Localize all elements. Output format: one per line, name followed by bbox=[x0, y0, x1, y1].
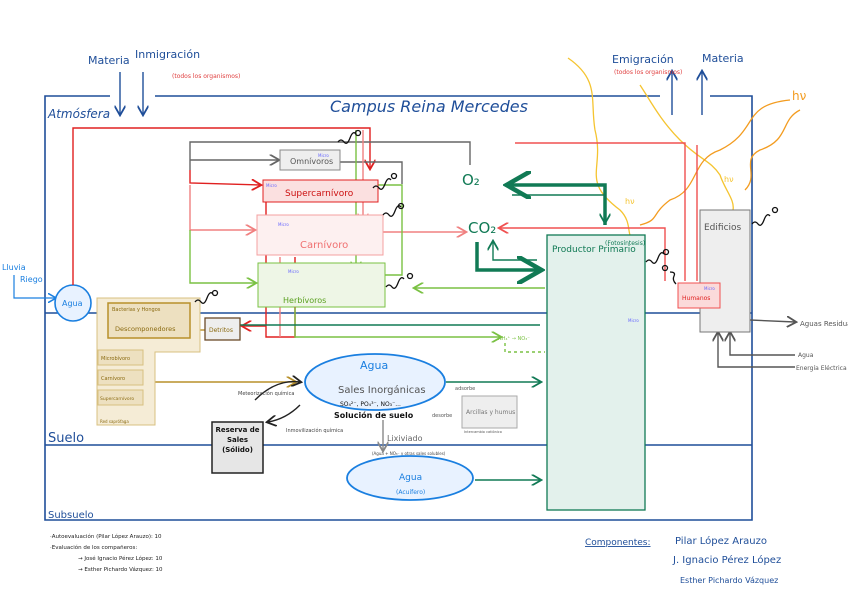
acuifero-agua-label: Agua bbox=[399, 473, 422, 483]
edificios-box: Edificios bbox=[699, 209, 751, 333]
sunlight-rays bbox=[567, 57, 801, 236]
micro-tag: Micro bbox=[266, 183, 277, 188]
co2-label: CO₂ bbox=[468, 219, 496, 237]
componentes-label: Componentes: bbox=[585, 538, 651, 548]
edificios-label: Edificios bbox=[704, 223, 742, 233]
acuifero-label: (Acuífero) bbox=[396, 489, 425, 496]
carnivoro-label: Carnívoro bbox=[300, 239, 348, 251]
arcillas-label: Arcillas y humus bbox=[466, 409, 515, 416]
inmigracion-note: (todos los organismos) bbox=[172, 73, 240, 80]
micro-tag: Micro bbox=[704, 286, 715, 291]
member-2: J. Ignacio Pérez López bbox=[672, 554, 781, 566]
omnivoros-label: Omnívoros bbox=[290, 157, 333, 166]
desorbe-label: desorbe bbox=[432, 413, 452, 419]
productor-primario-box: Productor Primario (Fotosíntesis) Micro bbox=[546, 234, 646, 511]
microbivoro-label: Microbívoro bbox=[101, 355, 130, 362]
arcillas-box: Arcillas y humus Intercambio catiónico bbox=[461, 395, 518, 434]
aguas-residuales-label: Aguas Residuales bbox=[800, 320, 848, 328]
omnivoros-box: Omnívoros Micro bbox=[279, 149, 341, 171]
meteorizacion-label: Meteorización química bbox=[238, 390, 294, 397]
acuifero: Agua (Acuífero) bbox=[346, 455, 474, 501]
hv-label-3: hν bbox=[724, 175, 734, 184]
member-3: Esther Pichardo Vázquez bbox=[680, 576, 778, 585]
herbivoros-label: Herbívoros bbox=[283, 296, 326, 305]
herbivoros-box: Herbívoros Micro bbox=[257, 262, 386, 308]
inmovilizacion-label: Inmovilización química bbox=[286, 427, 343, 434]
campus-title: Campus Reina Mercedes bbox=[330, 97, 528, 116]
o2-label: O₂ bbox=[462, 171, 480, 189]
micro-tag: Micro bbox=[628, 318, 639, 323]
lixiviado-note: (Agua + NO₃⁻ y otras sales solubles) bbox=[372, 451, 446, 456]
red-saprofaga: Bacterias y Hongos Descomponedores Micro… bbox=[96, 297, 201, 426]
sales-label: Sales Inorgánicas bbox=[338, 384, 426, 396]
red-saprofaga-label: Red saprófaga bbox=[100, 419, 129, 424]
reserva-label: Reserva de Sales (Sólido) bbox=[215, 426, 260, 454]
heat-loss-icons bbox=[194, 129, 779, 304]
soil-agua-label: Agua bbox=[360, 359, 388, 372]
humanos-box: Humanos Micro bbox=[677, 282, 721, 309]
evaluacion-companeros: ·Evaluación de los compañeros: bbox=[50, 544, 137, 551]
reserva-sales-box: Reserva de Sales (Sólido) bbox=[211, 421, 264, 474]
fotosintesis-label: (Fotosíntesis) bbox=[605, 240, 645, 247]
atmosphere-label: Atmósfera bbox=[47, 107, 110, 121]
subsoil-label: Subsuelo bbox=[48, 510, 94, 521]
intercambio-label: Intercambio catiónico bbox=[464, 430, 502, 434]
carnivoro-box: Carnívoro Micro bbox=[256, 214, 384, 256]
adsorbe-label: adsorbe bbox=[455, 386, 475, 392]
nh4-label: NH₄⁺ → NO₃⁻ bbox=[498, 336, 530, 342]
lluvia-label: Lluvia bbox=[2, 263, 26, 272]
materia-in-label: Materia bbox=[88, 54, 130, 67]
agua-input-label: Agua bbox=[798, 352, 814, 359]
humanos-label: Humanos bbox=[682, 295, 710, 302]
detritos-label: Detritos bbox=[209, 327, 233, 334]
solucion-label: Solución de suelo bbox=[334, 410, 414, 420]
inmigracion-label: Inmigración bbox=[135, 48, 200, 61]
evaluacion-2: → Esther Pichardo Vázquez: 10 bbox=[78, 566, 163, 573]
hv-label-2: hν bbox=[625, 197, 635, 206]
energia-label: Energía Eléctrica bbox=[796, 365, 847, 372]
micro-tag: Micro bbox=[288, 269, 299, 274]
formulas-label: SO₄²⁻, PO₄³⁻, NO₃⁻... bbox=[340, 401, 401, 408]
materia-out-label: Materia bbox=[702, 52, 744, 65]
input-arrows bbox=[120, 72, 702, 115]
descomponedores-label: Descomponedores bbox=[115, 325, 176, 333]
supercarnivoro-box: Supercarnívoro Micro bbox=[262, 179, 379, 203]
riego-label: Riego bbox=[20, 275, 43, 284]
detritos-box: Detritos bbox=[204, 317, 241, 341]
soil-solution: Agua Sales Inorgánicas SO₄²⁻, PO₄³⁻, NO₃… bbox=[304, 353, 446, 420]
supercarnivoro-label: Supercarnívoro bbox=[285, 189, 354, 199]
emigracion-note: (todos los organismos) bbox=[614, 69, 682, 76]
soil-label: Suelo bbox=[48, 431, 84, 446]
micro-tag: Micro bbox=[278, 222, 289, 227]
emigracion-label: Emigración bbox=[612, 53, 674, 66]
micro-tag: Micro bbox=[318, 153, 329, 158]
bacterias-label: Bacterias y Hongos bbox=[112, 307, 161, 313]
lixiviado-label: Lixiviado bbox=[387, 434, 423, 443]
productor-label: Productor Primario bbox=[552, 245, 636, 255]
carnivoro-sap-label: Carnívoro bbox=[101, 375, 125, 382]
evaluacion-1: → José Ignacio Pérez López: 10 bbox=[78, 555, 163, 562]
autoevaluacion: ·Autoevaluación (Pilar López Arauzo): 10 bbox=[50, 533, 162, 540]
agua-node-label: Agua bbox=[62, 299, 83, 308]
hv-label-1: hν bbox=[792, 89, 807, 103]
supercarnivoro-sap-label: Supercarnívoro bbox=[100, 395, 134, 402]
member-1: Pilar López Arauzo bbox=[675, 535, 767, 547]
